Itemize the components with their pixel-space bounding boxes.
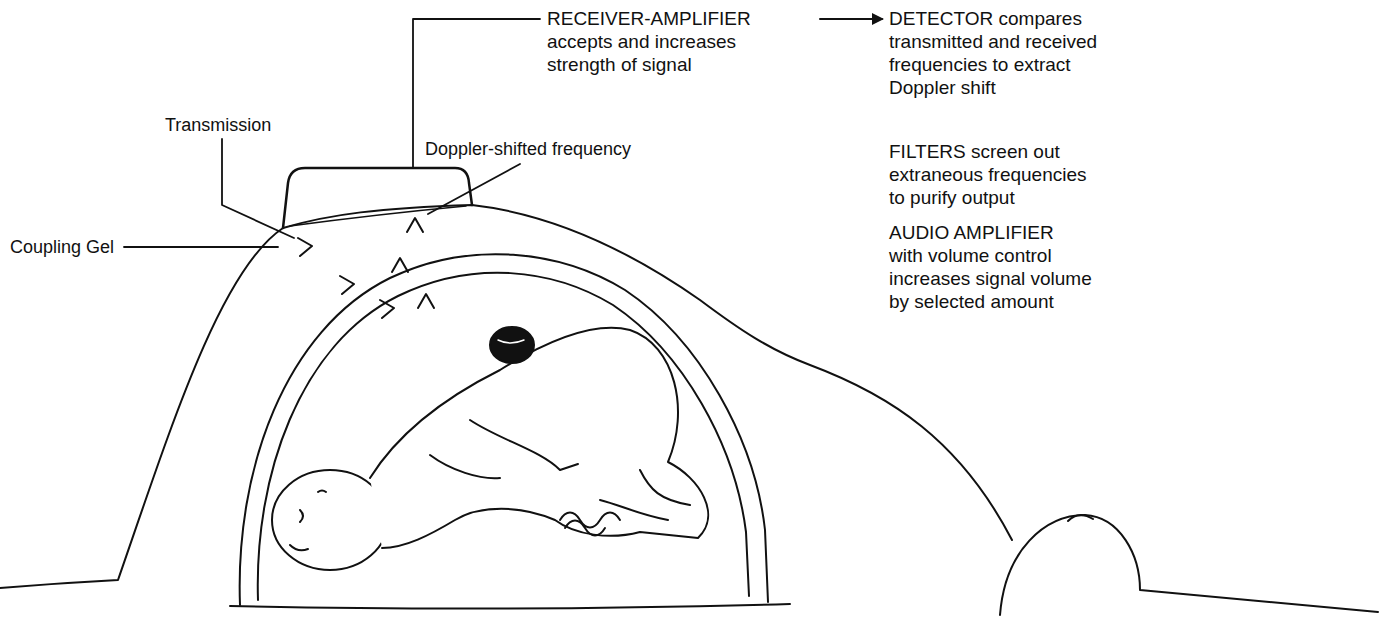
- component-description: accepts and increases strength of signal: [547, 30, 809, 76]
- fetus-face: [290, 491, 326, 551]
- component-heading: FILTERS: [889, 141, 966, 162]
- text-group: DETECTORcompares transmitted and receive…: [889, 7, 1134, 99]
- text-group: AUDIO AMPLIFIERwith volume control incre…: [889, 221, 1104, 313]
- uterus-inner-wall: [258, 273, 749, 600]
- component-heading: DETECTOR: [889, 8, 993, 29]
- text-group: Transmission: [165, 114, 271, 136]
- heart-highlight: [498, 340, 524, 343]
- text-group: Coupling Gel: [10, 236, 114, 258]
- text-group: Doppler-shifted frequency: [425, 138, 631, 160]
- body-lower-line: [230, 604, 790, 609]
- uterus-outer-wall: [240, 254, 768, 605]
- body-outline: [0, 205, 1012, 588]
- fetus-arm: [430, 420, 578, 478]
- transmission-chevrons: [298, 238, 394, 318]
- coupling-gel-layer: [290, 206, 466, 226]
- fetus-body: [370, 328, 708, 548]
- callout-label: Coupling Gel: [10, 236, 114, 258]
- transmission-leader: [222, 139, 294, 238]
- text-group: RECEIVER-AMPLIFIERaccepts and increases …: [547, 7, 809, 76]
- component-heading: RECEIVER-AMPLIFIER: [547, 7, 809, 30]
- transducer: [283, 168, 472, 228]
- component-description: with volume control increases signal vol…: [889, 244, 1104, 313]
- signal-arrow: [820, 18, 882, 20]
- nipple: [1068, 515, 1093, 521]
- fetus-head: [272, 470, 388, 570]
- text-group: FILTERSscreen out extraneous frequencies…: [889, 140, 1104, 209]
- fetal-heart: [490, 327, 534, 363]
- doppler-leader: [428, 164, 520, 214]
- callout-label: Transmission: [165, 114, 271, 136]
- component-heading: AUDIO AMPLIFIER: [889, 221, 1104, 244]
- breast-outline: [1000, 515, 1378, 615]
- doppler-chevrons: [392, 218, 434, 308]
- callout-label: Doppler-shifted frequency: [425, 138, 631, 160]
- umbilical-cord: [560, 513, 620, 536]
- gel-leader: [124, 246, 278, 248]
